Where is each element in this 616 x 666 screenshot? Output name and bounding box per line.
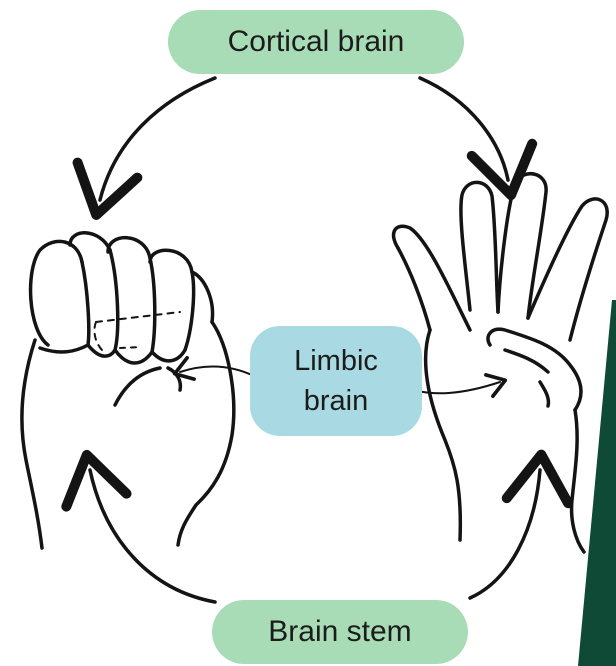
arrow-cortical-to-fist [100, 78, 215, 200]
limbic-brain-text-line2: brain [304, 381, 369, 421]
brain-stem-label: Brain stem [212, 600, 468, 664]
limbic-brain-label: Limbic brain [250, 326, 422, 436]
fist-icon [22, 233, 234, 548]
arrow-cortical-to-hand [420, 78, 508, 180]
cortical-brain-label: Cortical brain [168, 10, 464, 74]
cortical-brain-text: Cortical brain [228, 25, 405, 59]
arrow-stem-to-hand [470, 470, 540, 598]
limbic-brain-text-line1: Limbic [294, 341, 378, 381]
arrow-stem-to-fist [90, 470, 215, 602]
open-hand-icon [394, 174, 608, 552]
brain-stem-text: Brain stem [268, 615, 411, 649]
accent-band [578, 300, 616, 666]
